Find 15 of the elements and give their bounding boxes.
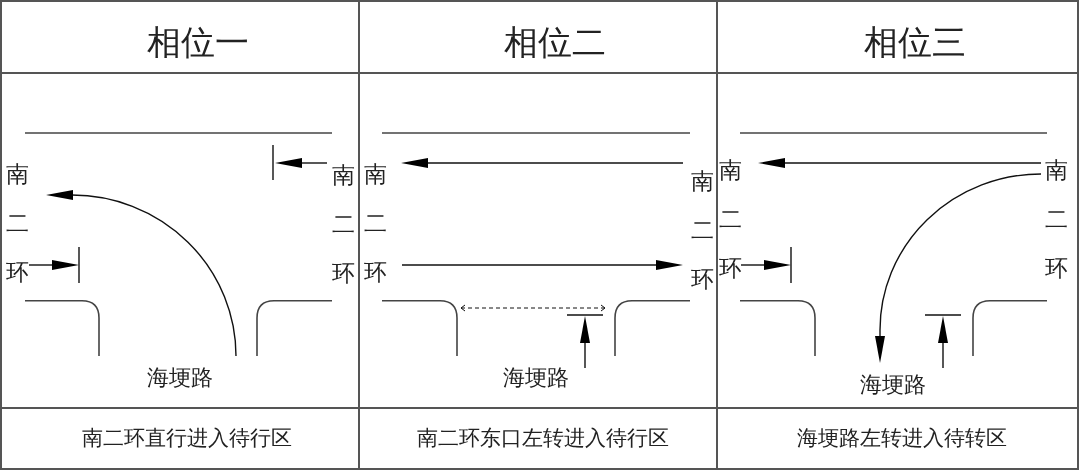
road-name: 南二环 (690, 166, 714, 294)
road-name: 南二环 (363, 159, 387, 287)
road-name: 南二环 (331, 160, 355, 288)
road-name: 海埂路 (860, 374, 926, 396)
road-name: 南二环 (5, 159, 29, 287)
phase-heading: 相位二 (504, 25, 606, 59)
phase-heading: 相位三 (864, 25, 966, 59)
phase-caption: 海埂路左转进入待转区 (797, 427, 1007, 449)
phase-heading: 相位一 (147, 25, 249, 59)
road-name: 海埂路 (503, 367, 569, 389)
phase-caption: 南二环直行进入待行区 (82, 427, 292, 449)
road-name: 南二环 (1044, 155, 1068, 283)
road-name: 南二环 (718, 155, 742, 283)
phase-caption: 南二环东口左转进入待行区 (417, 427, 669, 449)
road-name: 海埂路 (147, 367, 213, 389)
